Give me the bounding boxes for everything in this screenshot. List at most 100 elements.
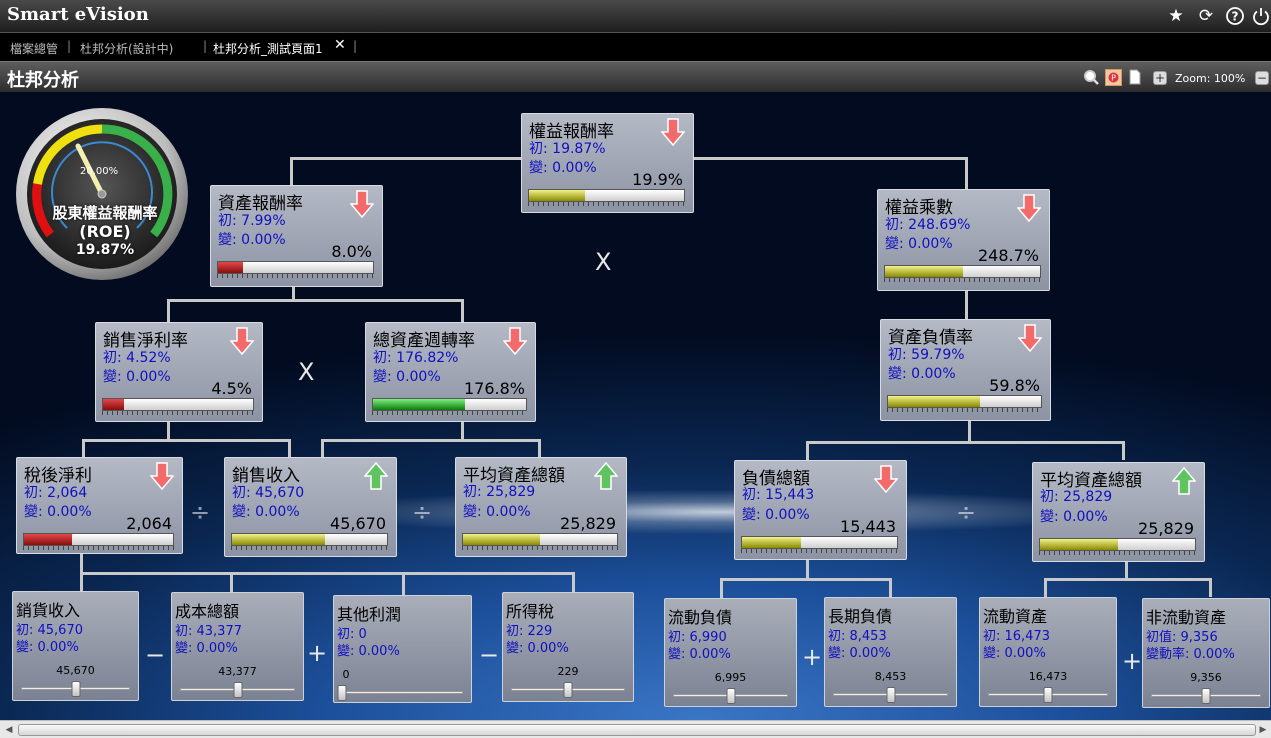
node-card-sales-revenue[interactable]: 銷售收入 初: 45,670 變: 0.00% 45,670 [224,457,397,557]
connector-line [402,572,405,595]
node-progress-bar [741,536,898,549]
slider-thumb[interactable] [886,687,895,703]
node-card-average-total-assets[interactable]: 平均資產總額 初: 25,829 變: 0.00% 25,829 [455,457,627,557]
node-card-net-profit-margin[interactable]: 銷售淨利率 初: 4.52% 變: 0.00% 4.5% [95,322,263,422]
slider-value: 45,670 [56,664,95,677]
scroll-left-icon[interactable]: ◀ [5,725,13,735]
node-card-asset-turnover[interactable]: 總資產週轉率 初: 176.82% 變: 0.00% 176.8% [365,322,536,422]
leaf-card-cost: 成本總額 初: 43,377 變: 0.00% 43,377 [171,592,304,701]
slider-thumb[interactable] [563,682,573,698]
connector-line [461,422,464,441]
powerpoint-export-icon[interactable]: P [1105,69,1122,86]
leaf-change-rate: 變: 0.00% [828,646,891,661]
scroll-right-icon[interactable]: ▶ [1259,725,1267,735]
leaf-card-current-liabilities: 流動負債 初: 6,990 變: 0.00% 6,995 [664,598,797,707]
multiply-operator: X [298,358,315,386]
connector-line [968,421,971,443]
leaf-initial-value: 初: 8,453 [828,629,887,644]
node-card-net-income[interactable]: 稅後淨利 初: 2,064 變: 0.00% 2,064 [16,457,183,554]
connector-line [288,439,291,457]
connector-line [290,157,293,185]
node-change-rate: 變: 0.00% [103,369,171,385]
slider-thumb[interactable] [233,682,242,698]
node-card-average-total-assets[interactable]: 平均資產總額 初: 25,829 變: 0.00% 25,829 [1032,462,1205,562]
node-value: 8.0% [331,242,372,261]
tab-dupont-test-page[interactable]: 杜邦分析_測試頁面1 [213,42,323,56]
leaf-card-non-current-assets: 非流動資產 初值: 9,356 變動率: 0.00% 9,356 [1142,598,1270,708]
node-title: 資產負債率 [888,328,973,348]
node-progress-bar [23,533,174,546]
trend-up-icon [1171,466,1197,499]
progress-fill [103,399,124,410]
tick-marks [372,411,527,415]
refresh-icon[interactable]: ⟳ [1198,6,1214,26]
node-value: 25,829 [560,514,616,533]
node-progress-bar [1039,538,1196,551]
tick-marks [102,411,254,415]
node-value: 45,670 [330,514,386,533]
node-progress-bar [102,398,254,411]
connector-line [720,578,723,598]
trend-down-icon [349,190,375,222]
trend-down-icon [149,462,175,494]
tab-dupont-design[interactable]: 杜邦分析(設計中) [80,42,174,56]
slider-thumb[interactable] [337,685,347,701]
tick-marks [217,274,374,278]
node-progress-bar [528,189,685,202]
progress-fill [885,266,963,277]
tab-file-manager[interactable]: 檔案總管 [10,42,59,56]
slider-value: 9,356 [1190,671,1222,684]
leaf-card-sales: 銷貨收入 初: 45,670 變: 0.00% 45,670 [12,591,139,701]
connector-line [167,299,464,302]
tab-separator: | [67,39,72,53]
node-card-equity-multiplier[interactable]: 權益乘數 初: 248.69% 變: 0.00% 248.7% [877,189,1050,291]
zoom-search-icon[interactable] [1083,69,1100,86]
leaf-title: 流動資產 [983,607,1048,626]
connector-line [889,578,892,598]
node-value: 176.8% [463,379,525,398]
trend-down-icon [502,327,528,359]
tab-close-icon[interactable]: ✕ [334,37,346,53]
tick-marks [884,278,1041,282]
horizontal-scrollbar[interactable]: ◀ ▶ [0,720,1271,738]
node-progress-bar [462,533,618,546]
roe-gauge[interactable]: 20.00% [16,108,188,280]
leaf-change-rate: 變: 0.00% [668,647,731,662]
node-card-roe[interactable]: 權益報酬率 初: 19.87% 變: 0.00% 19.9% [521,113,694,213]
connector-line [1044,578,1047,597]
node-card-roa[interactable]: 資產報酬率 初: 7.99% 變: 0.00% 8.0% [210,185,383,287]
document-export-icon[interactable] [1126,69,1143,86]
node-change-rate: 變: 0.00% [885,236,953,252]
connector-line [1209,578,1212,597]
leaf-title: 銷貨收入 [16,601,81,620]
zoom-in-button[interactable]: + [1153,71,1167,85]
help-icon[interactable]: ? [1225,6,1245,26]
node-card-total-liabilities[interactable]: 負債總額 初: 15,443 變: 0.00% 15,443 [734,460,907,560]
slider-thumb[interactable] [1043,687,1053,703]
slider-track[interactable] [342,691,463,694]
node-card-debt-ratio[interactable]: 資產負債率 初: 59.79% 變: 0.00% 59.8% [880,319,1051,421]
slider-thumb[interactable] [726,688,735,704]
leaf-title: 流動負債 [668,608,733,627]
scroll-thumb[interactable] [18,724,1256,736]
leaf-title: 成本總額 [175,602,240,621]
svg-text:?: ? [1232,10,1239,24]
star-icon[interactable]: ★ [1168,6,1184,26]
node-initial-value: 初: 19.87% [529,141,606,157]
slider-value: 229 [557,665,579,678]
leaf-change-rate: 變: 0.00% [16,640,79,655]
node-progress-bar [884,265,1041,278]
node-change-rate: 變: 0.00% [1040,509,1108,525]
zoom-out-button[interactable]: − [1255,71,1269,85]
connector-line [1125,562,1128,580]
power-icon[interactable] [1251,6,1271,26]
slider-thumb[interactable] [71,681,80,697]
node-change-rate: 變: 0.00% [218,232,286,248]
tick-marks [23,546,174,550]
progress-fill [232,534,325,545]
node-value: 2,064 [126,514,172,533]
slider-thumb[interactable] [1201,688,1211,704]
node-title: 稅後淨利 [24,466,92,486]
gauge-value: 19.87% [75,242,135,258]
slider-value: 43,377 [218,665,257,678]
